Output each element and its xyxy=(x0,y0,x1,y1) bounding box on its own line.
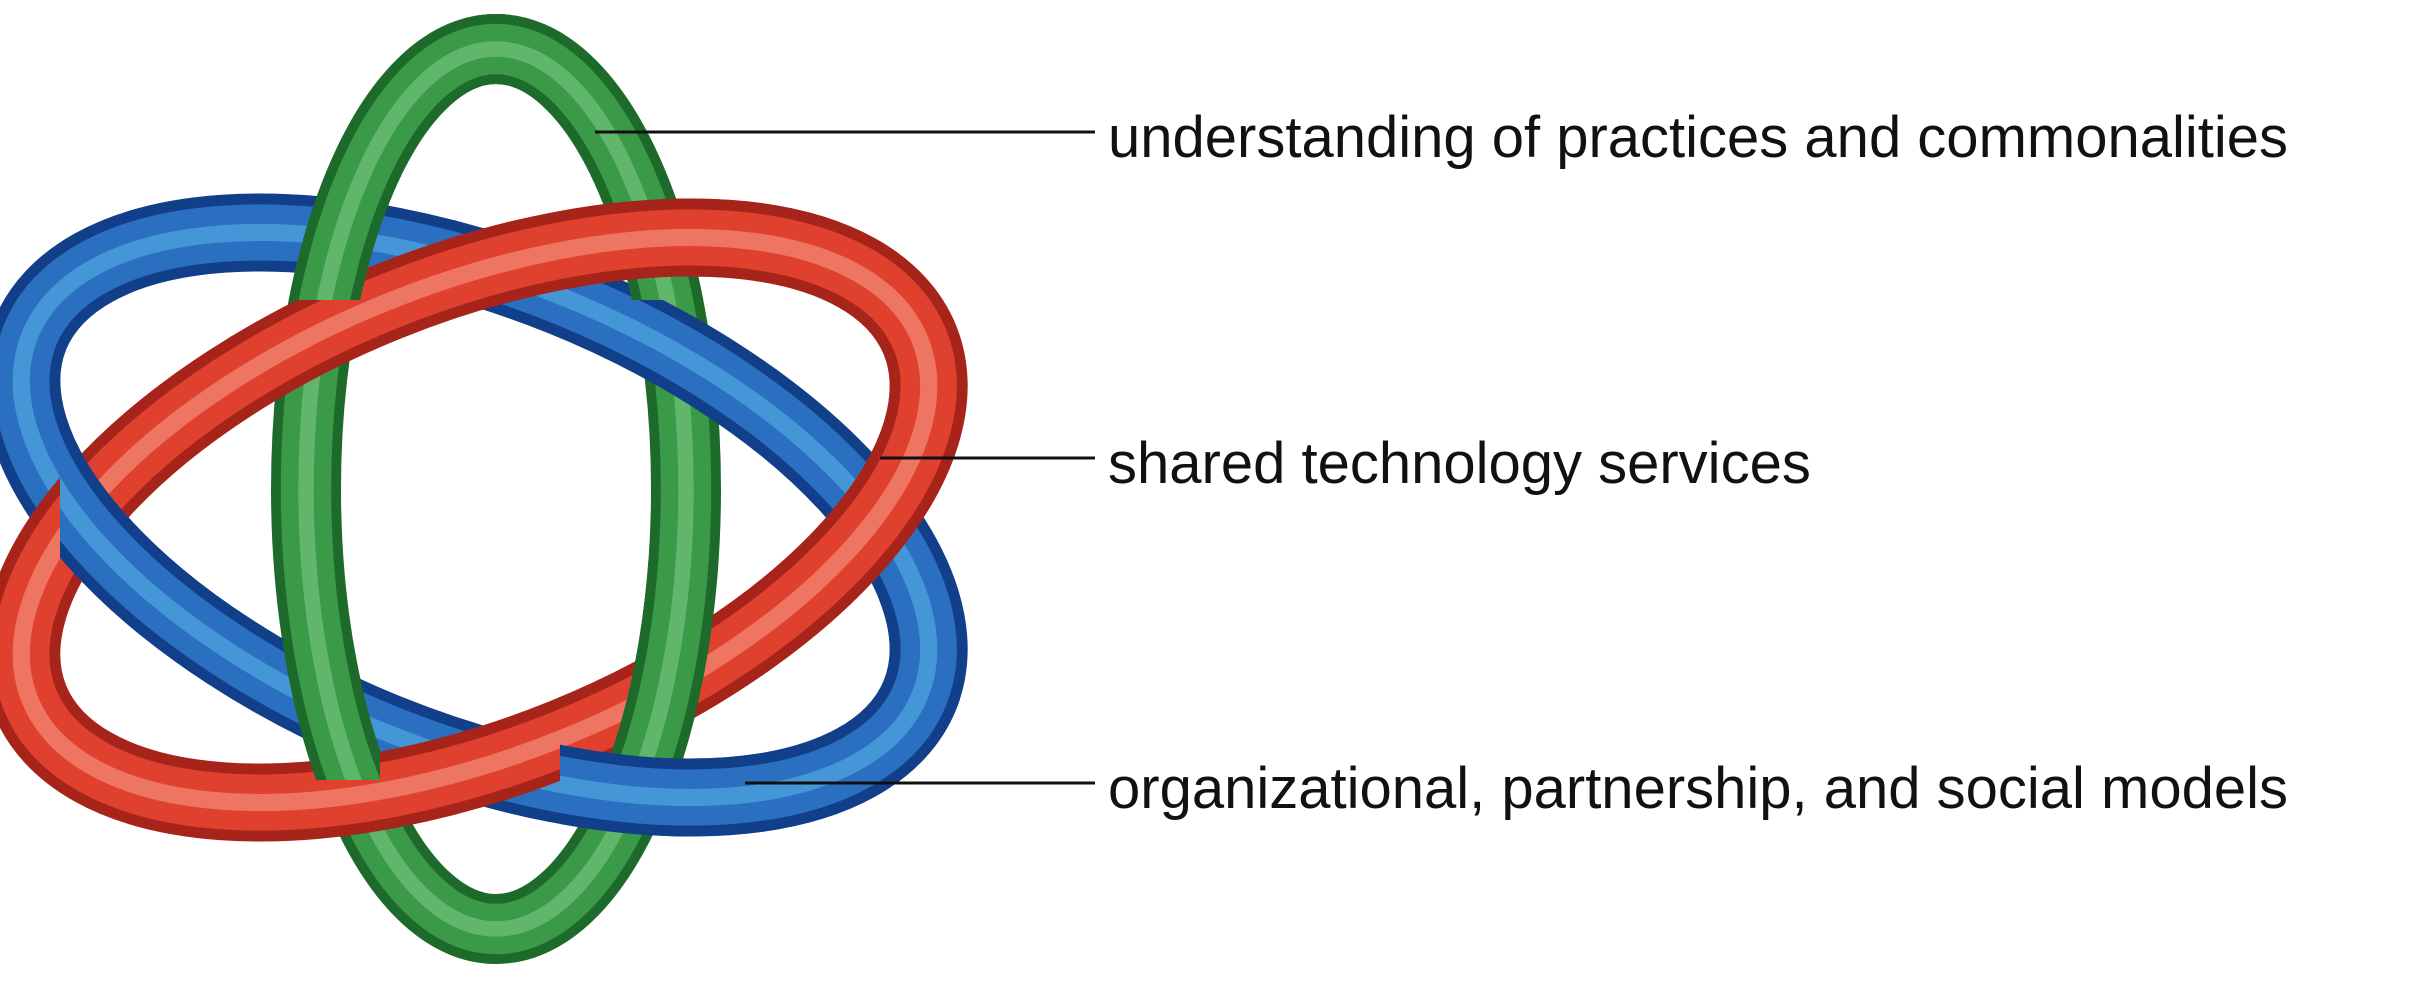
label-shared-technology: shared technology services xyxy=(1108,431,1811,496)
label-organizational-models: organizational, partnership, and social … xyxy=(1108,756,2288,821)
label-understanding-practices: understanding of practices and commonali… xyxy=(1108,105,2288,170)
red-ring xyxy=(0,198,968,842)
rings-group xyxy=(0,14,968,964)
